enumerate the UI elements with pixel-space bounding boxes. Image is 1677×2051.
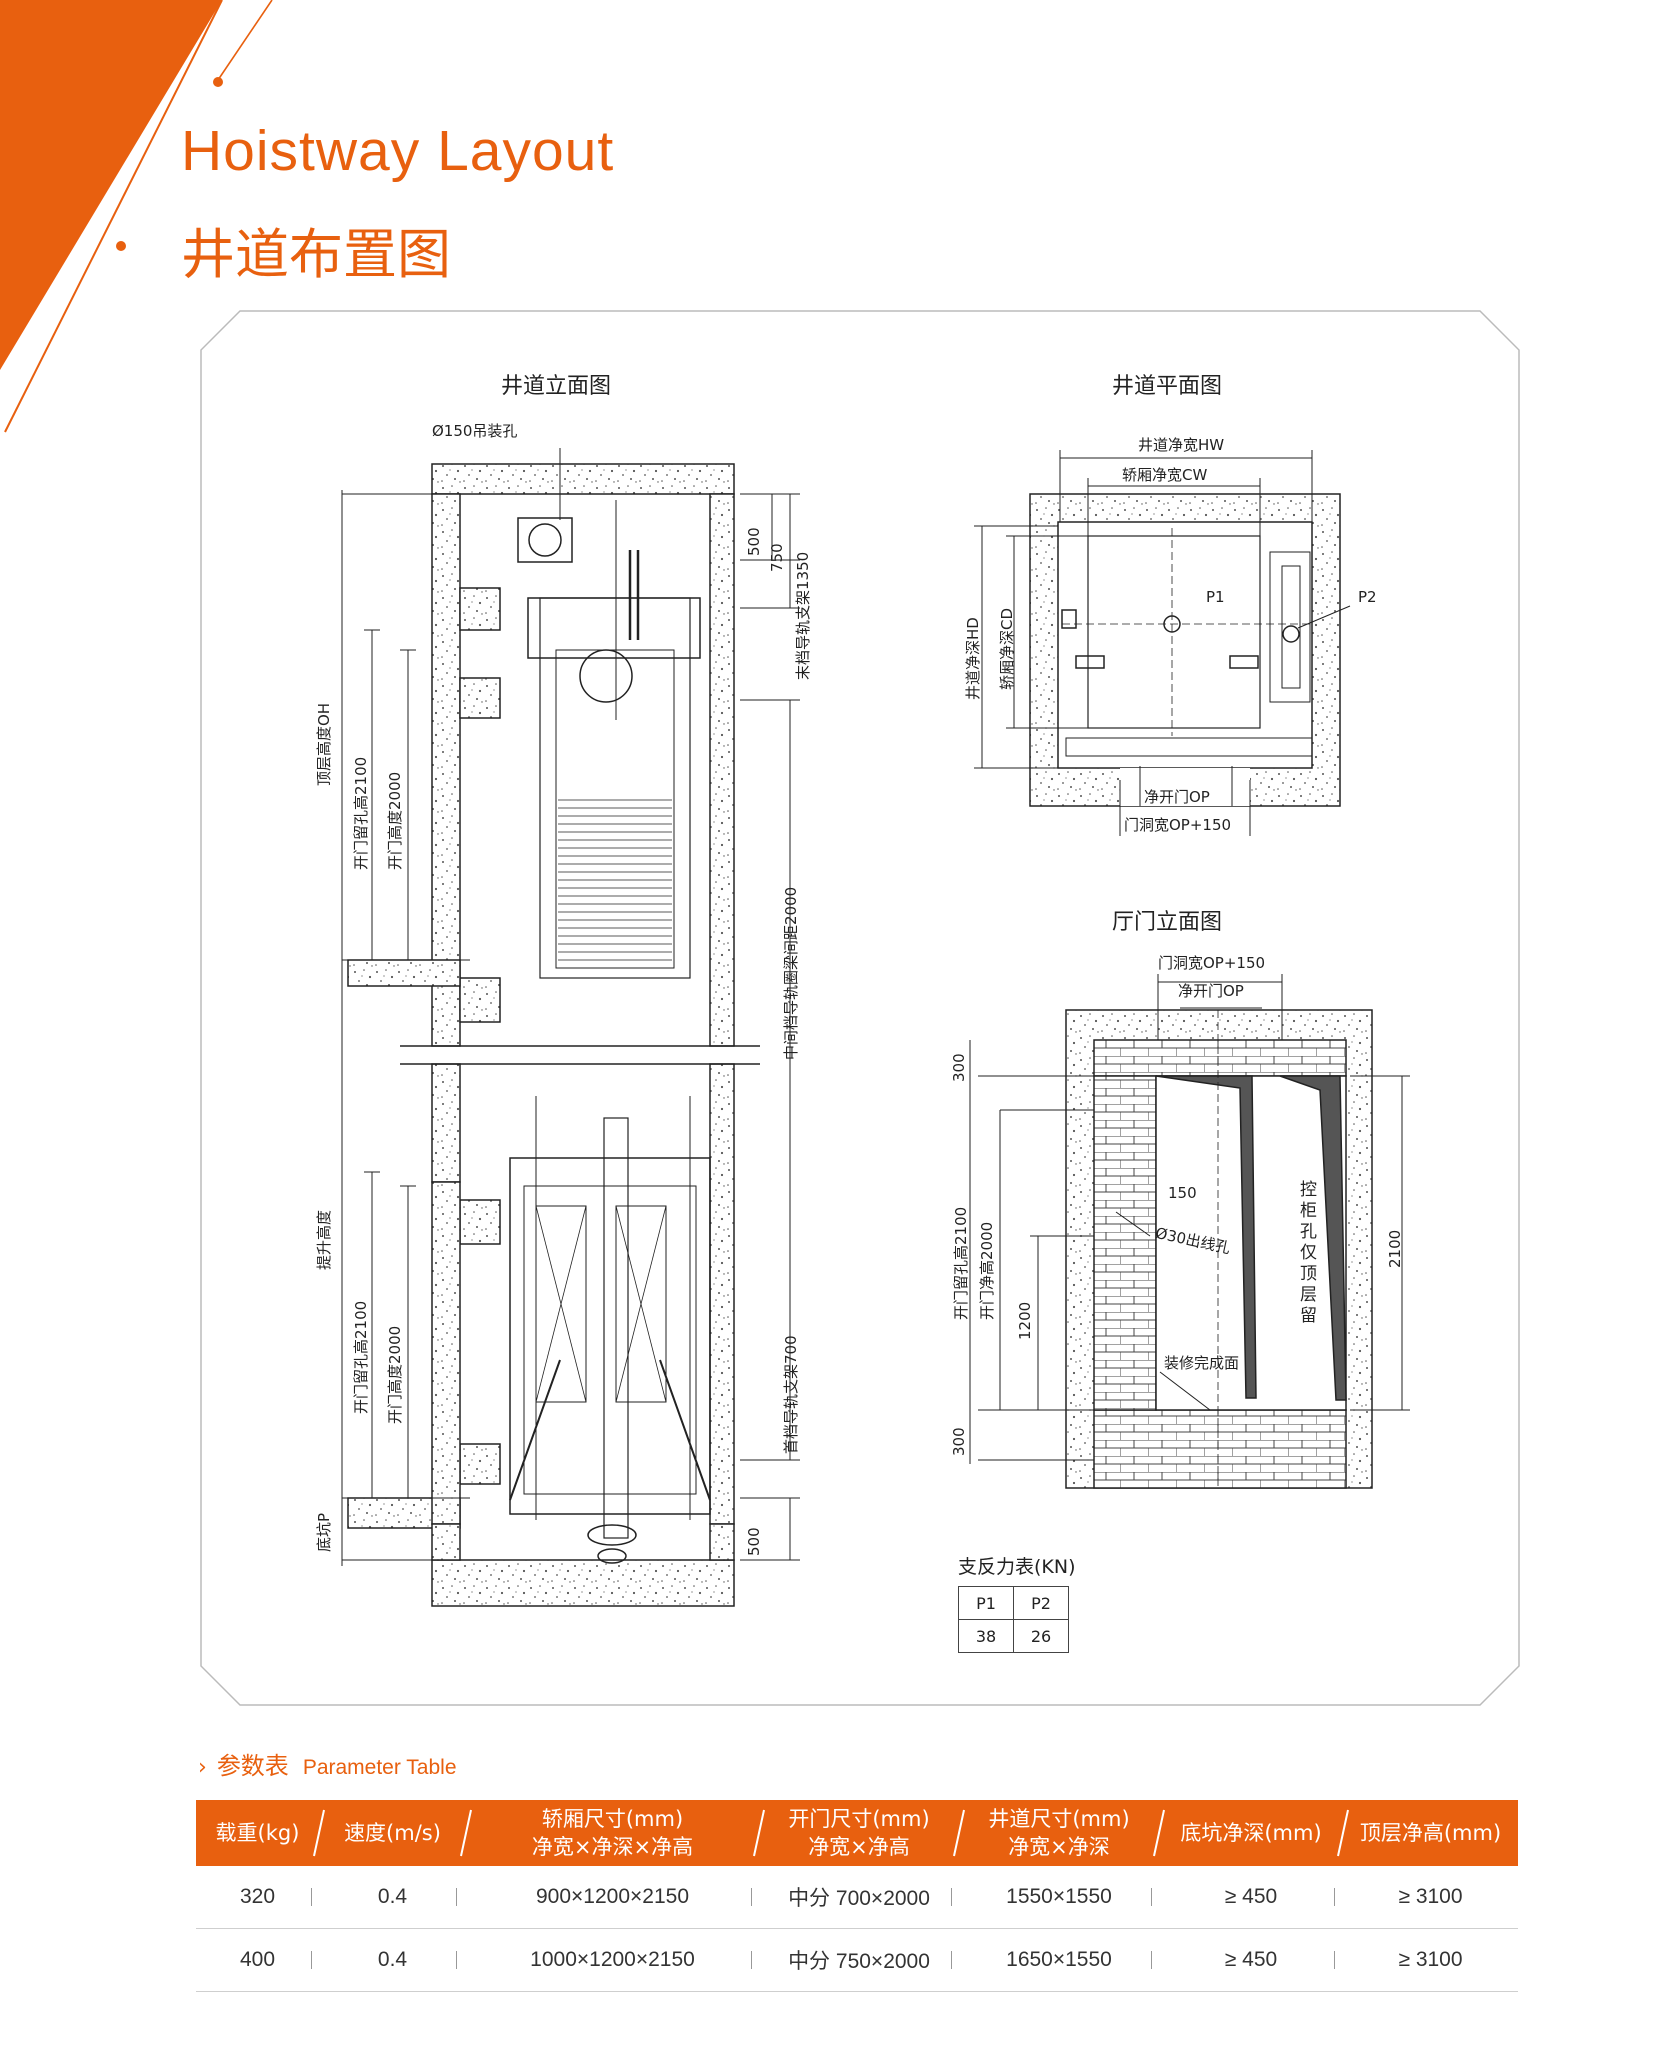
force-table: P1 P2 38 26 xyxy=(958,1586,1069,1653)
cell-door-size: 中分 700×2000 xyxy=(788,1887,930,1910)
door-dim-300-top: 300 xyxy=(950,1053,968,1082)
op-label: 净开门OP xyxy=(1144,788,1210,806)
door-net-label: 开门净高2000 xyxy=(978,1221,996,1320)
door-height-bottom-label: 开门高度2000 xyxy=(386,1325,404,1424)
hw-label: 井道净宽HW xyxy=(1138,436,1225,454)
cd-label: 轿厢净深CD xyxy=(998,607,1016,690)
cell-car-size: 900×1200×2150 xyxy=(536,1885,689,1908)
plan-title: 井道平面图 xyxy=(1112,374,1223,399)
control-hole-label: 控柜孔仅顶层留 xyxy=(1300,1180,1317,1326)
cell-separator xyxy=(1151,1951,1152,1969)
finish-surface-label: 装修完成面 xyxy=(1164,1354,1240,1372)
cell-speed: 0.4 xyxy=(377,1948,408,1971)
table-row: 400 0.4 1000×1200×2150 中分 750×2000 1650×… xyxy=(196,1929,1518,1992)
table-row: 320 0.4 900×1200×2150 中分 700×2000 1550×1… xyxy=(196,1866,1518,1929)
travel-label: 提升高度 xyxy=(315,1209,333,1270)
p2-label: P2 xyxy=(1358,588,1377,606)
header-shaft-size: 井道尺寸(mm) 净宽×净深 xyxy=(988,1807,1130,1859)
hd-label: 井道净深HD xyxy=(964,617,982,700)
cell-speed: 0.4 xyxy=(377,1885,408,1908)
dim-500-bottom: 500 xyxy=(745,1527,763,1556)
door-hole-top-label: 开门留孔高2100 xyxy=(352,756,370,870)
cw-label: 轿厢净宽CW xyxy=(1122,466,1208,484)
cell-separator xyxy=(951,1888,952,1906)
page-title-cn: 井道布置图 xyxy=(181,223,451,286)
op150-label: 门洞宽OP+150 xyxy=(1124,816,1232,834)
cell-pit-depth: ≥ 450 xyxy=(1224,1885,1278,1908)
door-hole-label: 开门留孔高2100 xyxy=(952,1206,970,1320)
page-title-en: Hoistway Layout xyxy=(181,119,615,183)
hoistway-plan xyxy=(974,450,1351,836)
header-door-size: 开门尺寸(mm) 净宽×净高 xyxy=(788,1807,930,1859)
corner-decoration xyxy=(0,0,273,433)
dim-750: 750 xyxy=(768,543,786,572)
parameter-title-en: Parameter Table xyxy=(302,1756,457,1779)
parameter-title-cn: 参数表 xyxy=(216,1752,289,1780)
header-speed: 速度(m/s) xyxy=(344,1821,441,1845)
door-op150-label: 门洞宽OP+150 xyxy=(1158,954,1266,972)
door-op-label: 净开门OP xyxy=(1178,982,1244,1000)
landing-door-elevation xyxy=(969,974,1410,1489)
force-value-p1: 38 xyxy=(958,1619,1014,1653)
door-dim-1200: 1200 xyxy=(1016,1301,1034,1340)
door-hole-bottom-label: 开门留孔高2100 xyxy=(352,1300,370,1414)
middle-bracket-label: 中间档导轨圈梁间距2000 xyxy=(782,886,800,1060)
door-height-top-label: 开门高度2000 xyxy=(386,771,404,870)
overhead-label: 顶层高度OH xyxy=(315,702,333,786)
cell-load: 400 xyxy=(239,1948,276,1971)
cell-separator xyxy=(1334,1951,1335,1969)
door-title: 厅门立面图 xyxy=(1112,910,1223,935)
cell-separator xyxy=(751,1888,752,1906)
cell-separator xyxy=(751,1951,752,1969)
cell-shaft-size: 1650×1550 xyxy=(1006,1948,1112,1971)
p1-label: P1 xyxy=(1206,588,1225,606)
cell-overhead: ≥ 3100 xyxy=(1398,1885,1463,1908)
door-dim-150: 150 xyxy=(1168,1184,1197,1202)
parameter-table-header: 载重(kg) 速度(m/s) 轿厢尺寸(mm) 净宽×净深×净高 开门尺寸(mm… xyxy=(196,1800,1518,1866)
header-car-size: 轿厢尺寸(mm) 净宽×净深×净高 xyxy=(531,1807,694,1859)
header-pit-depth: 底坑净深(mm) xyxy=(1180,1821,1322,1845)
header-load: 载重(kg) xyxy=(215,1821,300,1845)
hoist-hole-label: Ø150吊装孔 xyxy=(432,422,518,440)
parameter-table: 载重(kg) 速度(m/s) 轿厢尺寸(mm) 净宽×净深×净高 开门尺寸(mm… xyxy=(196,1800,1518,1992)
last-bracket-label: 末档导轨支架1350 xyxy=(794,551,812,680)
header-background xyxy=(196,1800,1518,1866)
cell-separator xyxy=(951,1951,952,1969)
door-dim-300-bottom: 300 xyxy=(950,1427,968,1456)
hoistway-elevation xyxy=(341,448,800,1607)
drawing-frame xyxy=(200,310,1520,1706)
cell-overhead: ≥ 3100 xyxy=(1398,1948,1463,1971)
cell-separator xyxy=(311,1951,312,1969)
cell-separator xyxy=(1334,1888,1335,1906)
elevation-title: 井道立面图 xyxy=(501,374,612,399)
cell-pit-depth: ≥ 450 xyxy=(1224,1948,1278,1971)
parameter-title: › 参数表 Parameter Table xyxy=(198,1746,457,1781)
force-value-p2: 26 xyxy=(1013,1619,1069,1653)
cell-door-size: 中分 750×2000 xyxy=(788,1950,930,1973)
force-header-p1: P1 xyxy=(958,1586,1014,1620)
force-header-p2: P2 xyxy=(1013,1586,1069,1620)
cell-separator xyxy=(311,1888,312,1906)
cell-separator xyxy=(456,1951,457,1969)
cell-separator xyxy=(456,1888,457,1906)
force-table-title: 支反力表(KN) xyxy=(958,1556,1076,1578)
pit-label: 底坑P xyxy=(315,1512,333,1552)
header-overhead: 顶层净高(mm) xyxy=(1359,1821,1502,1845)
cell-car-size: 1000×1200×2150 xyxy=(530,1948,695,1971)
first-bracket-label: 首档导轨支架700 xyxy=(782,1335,800,1454)
cell-load: 320 xyxy=(239,1885,276,1908)
chevron-right-icon: › xyxy=(198,1755,207,1780)
cell-separator xyxy=(1151,1888,1152,1906)
door-dim-2100: 2100 xyxy=(1386,1229,1404,1268)
dim-500-top: 500 xyxy=(745,527,763,556)
cell-shaft-size: 1550×1550 xyxy=(1006,1885,1112,1908)
